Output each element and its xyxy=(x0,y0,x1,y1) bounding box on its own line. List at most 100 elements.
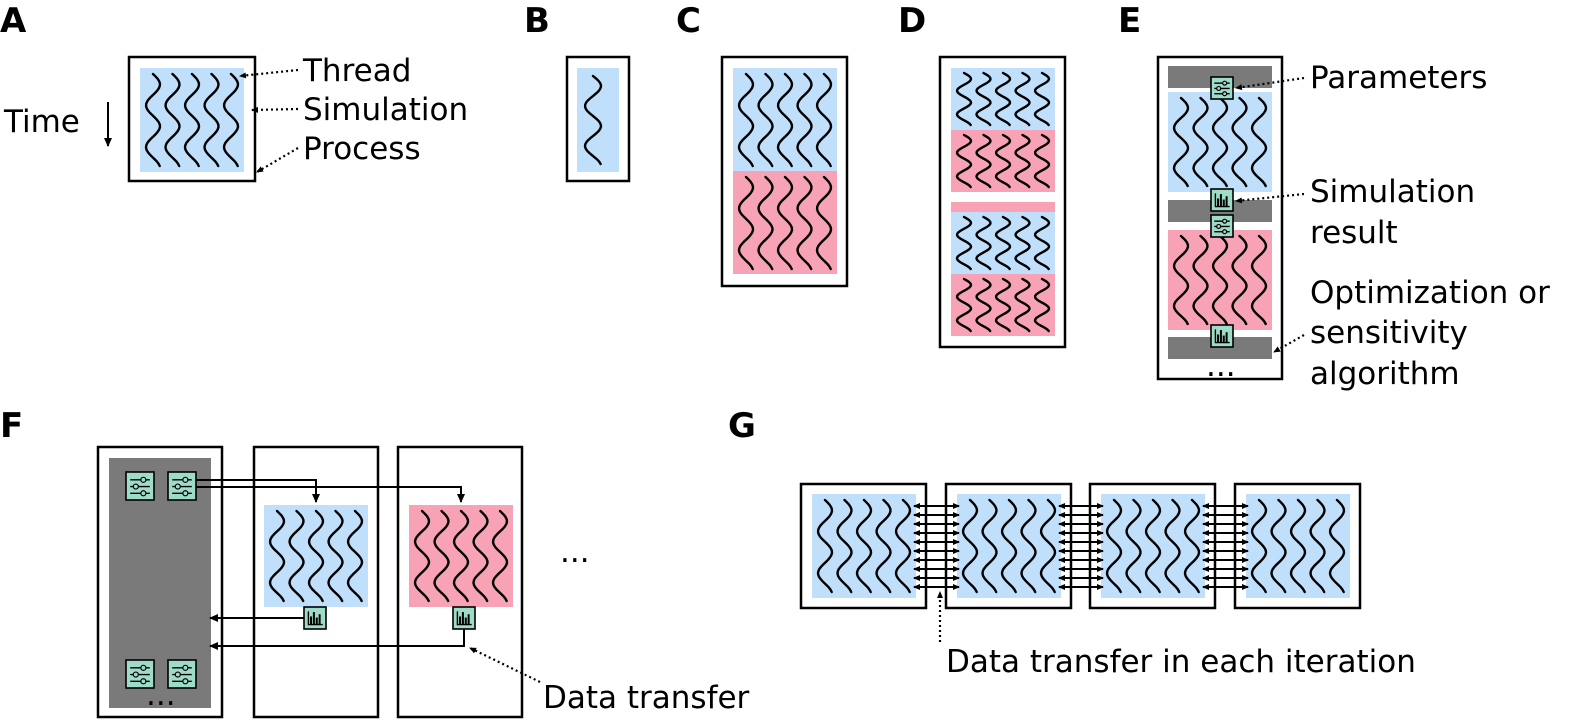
panel-label-f: F xyxy=(0,406,23,446)
thread-line xyxy=(1211,96,1229,188)
thread-line xyxy=(1020,498,1037,594)
thread-line xyxy=(975,277,992,333)
panel-c xyxy=(720,55,849,288)
thread-line xyxy=(855,498,873,594)
result-chart-icon xyxy=(1210,324,1234,348)
parameters-sliders-icon xyxy=(125,659,155,689)
thread-line xyxy=(222,72,240,168)
thread-line xyxy=(955,133,973,189)
exchange-arrows-3-4 xyxy=(1202,503,1249,590)
thread-line xyxy=(1033,277,1051,333)
panel-label-a: A xyxy=(0,1,27,41)
thread-line xyxy=(1250,234,1268,326)
time-label: Time xyxy=(3,104,80,140)
thread-line xyxy=(894,498,912,594)
thread-label: Thread xyxy=(302,53,411,89)
thread-line xyxy=(452,509,470,603)
algorithm-label-1: Optimization or xyxy=(1310,275,1550,311)
thread-line xyxy=(288,509,305,603)
thread-bundle xyxy=(961,498,1057,594)
thread-line xyxy=(164,72,181,168)
thread-bundle xyxy=(737,175,833,271)
thread-line xyxy=(994,277,1012,333)
thread-line xyxy=(776,175,794,271)
simulation-separator xyxy=(951,202,1055,212)
thread-line xyxy=(875,498,892,594)
thread-bundle xyxy=(955,133,1051,189)
thread-line xyxy=(796,175,813,271)
thread-line xyxy=(1039,498,1057,594)
thread-line xyxy=(327,509,344,603)
thread-line xyxy=(975,133,992,189)
thread-line xyxy=(1270,498,1287,594)
thread-line xyxy=(1250,498,1268,594)
thread-bundle xyxy=(955,277,1051,333)
thread-bundle xyxy=(955,215,1051,271)
panel-label-d: D xyxy=(898,1,926,41)
thread-line xyxy=(1309,498,1326,594)
simulation-result-label-2: result xyxy=(1310,215,1398,251)
thread-line xyxy=(1183,498,1201,594)
thread-line xyxy=(1014,71,1031,127)
ellipsis: ... xyxy=(1206,348,1236,384)
thread-line xyxy=(1144,498,1162,594)
thread-line xyxy=(1172,96,1190,188)
thread-line xyxy=(816,498,834,594)
thread-line xyxy=(1014,133,1031,189)
thread-line xyxy=(955,71,973,127)
ellipsis-more-processes: ... xyxy=(560,534,590,570)
parameters-sliders-icon xyxy=(1210,76,1234,100)
parameter-transfer-arrow-2 xyxy=(196,486,465,503)
thread-line xyxy=(413,509,431,603)
thread-line xyxy=(1105,498,1123,594)
thread-bundle xyxy=(144,72,240,168)
process-label: Process xyxy=(303,131,421,167)
thread-line xyxy=(1172,234,1190,326)
parameters-sliders-icon xyxy=(125,471,155,501)
panel-b xyxy=(565,55,631,183)
thread-bundle xyxy=(1172,96,1268,188)
parameters-sliders-icon xyxy=(167,659,197,689)
thread-line xyxy=(1164,498,1181,594)
thread-line xyxy=(757,175,774,271)
single-thread xyxy=(583,74,603,166)
thread-line xyxy=(994,71,1012,127)
parameter-transfer-arrow-1 xyxy=(196,479,320,503)
thread-line xyxy=(815,175,833,271)
thread-line xyxy=(836,498,853,594)
thread-line xyxy=(307,509,325,603)
panel-label-b: B xyxy=(524,1,550,41)
thread-bundle xyxy=(1105,498,1201,594)
parameters-label: Parameters xyxy=(1310,60,1487,96)
thread-bundle xyxy=(1172,234,1268,326)
thread-line xyxy=(1033,215,1051,271)
thread-line xyxy=(955,215,973,271)
thread-line xyxy=(472,509,489,603)
algorithm-label-2: sensitivity xyxy=(1310,315,1468,351)
thread-line xyxy=(183,72,201,168)
thread-line xyxy=(1231,234,1248,326)
thread-line xyxy=(1125,498,1142,594)
exchange-arrows-1-2 xyxy=(913,503,960,590)
data-transfer-label: Data transfer xyxy=(543,680,750,716)
panel-e: ... Parameters Simulation result Optimiz… xyxy=(1156,55,1550,392)
thread-line xyxy=(737,72,755,168)
thread-line xyxy=(1289,498,1307,594)
thread-line xyxy=(1211,234,1229,326)
parameters-pointer xyxy=(1235,76,1305,91)
thread-line xyxy=(1250,96,1268,188)
result-chart-icon xyxy=(303,606,327,630)
thread-line xyxy=(955,277,973,333)
panel-g: Data transfer in each iteration xyxy=(799,482,1416,680)
thread-line xyxy=(1014,277,1031,333)
panel-label-e: E xyxy=(1118,1,1141,41)
thread-line xyxy=(975,71,992,127)
thread-line xyxy=(203,72,220,168)
parameters-sliders-icon xyxy=(1210,214,1234,238)
thread-line xyxy=(994,215,1012,271)
panel-label-g: G xyxy=(728,406,756,446)
result-chart-icon xyxy=(1210,188,1234,212)
thread-line xyxy=(961,498,979,594)
thread-line xyxy=(994,133,1012,189)
